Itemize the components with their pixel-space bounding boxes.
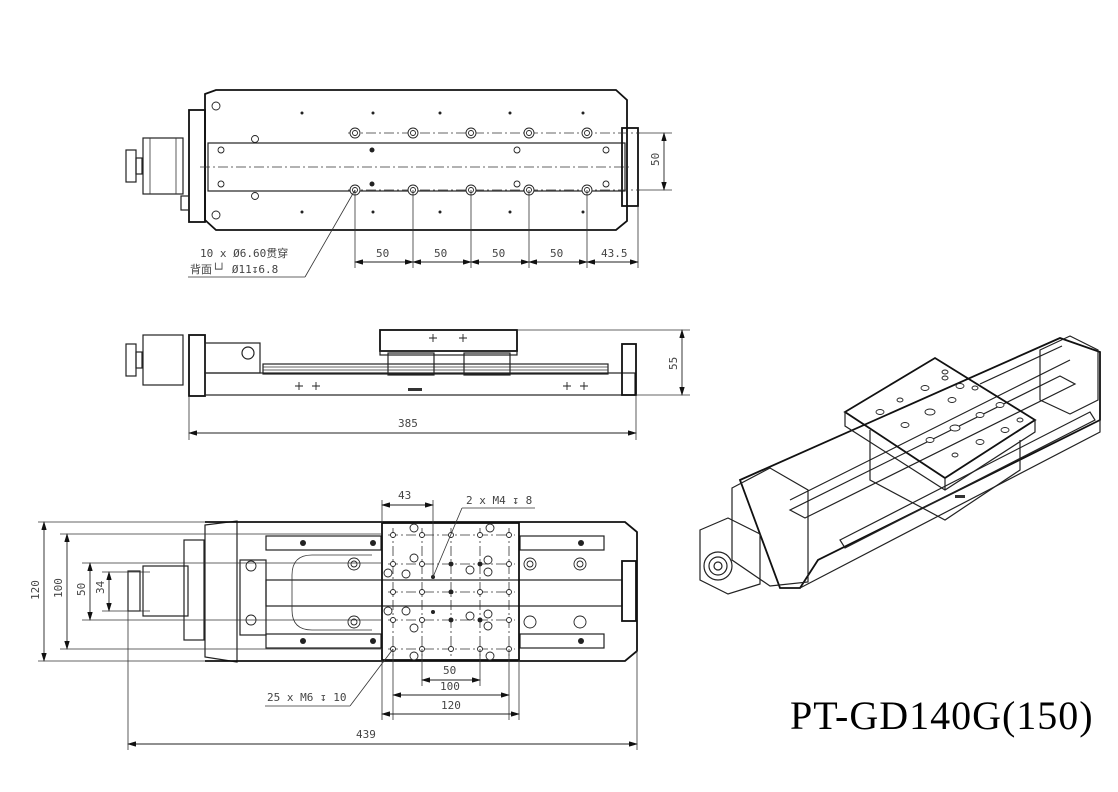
dim-100-bottom: 100 (440, 680, 460, 693)
motor-flange (188, 109, 206, 223)
dim-43: 43 (398, 489, 411, 502)
hole-note-line2: 背面└┘ Ø11↧6.8 (190, 262, 278, 276)
note-m4: 2 x M4 ↧ 8 (466, 494, 532, 507)
motor-body (142, 137, 184, 195)
note-m6: 25 x M6 ↧ 10 (267, 691, 346, 704)
dim-50-a: 50 (376, 247, 389, 260)
hole-note-line1: 10 x Ø6.60贯穿 (200, 246, 288, 260)
side-base (204, 372, 636, 396)
dim-34-left: 34 (94, 580, 107, 594)
dim-120-left: 120 (29, 580, 42, 600)
side-rail (262, 363, 609, 375)
dim-55: 55 (667, 357, 680, 370)
bottom-view: 43 2 x M4 ↧ 8 120 100 50 34 50 100 120 (29, 489, 638, 750)
motor-knob (125, 149, 137, 183)
dim-50-bottom: 50 (443, 664, 456, 677)
counterbore-holes (349, 127, 593, 196)
dim-439: 439 (356, 728, 376, 741)
isometric-view (699, 335, 1101, 595)
end-block (621, 127, 639, 207)
dim-50-c: 50 (492, 247, 505, 260)
side-view: 385 55 (125, 329, 690, 440)
dim-100-left: 100 (52, 578, 65, 598)
dim-50-d: 50 (550, 247, 563, 260)
iso-base (738, 337, 1101, 589)
base-plate (204, 89, 628, 231)
carriage-plate (381, 522, 520, 661)
dim-vertical-50: 50 (649, 153, 662, 166)
dim-385: 385 (398, 417, 418, 430)
dim-120-bottom: 120 (441, 699, 461, 712)
dim-50-b: 50 (434, 247, 447, 260)
dim-50-left: 50 (75, 583, 88, 596)
dim-43-5: 43.5 (601, 247, 628, 260)
top-view: 50 50 50 50 43.5 50 10 x Ø6.60贯穿 背面└┘ Ø1… (125, 89, 672, 278)
side-carriage (379, 329, 518, 352)
model-title: PT-GD140G(150) (790, 693, 1094, 738)
